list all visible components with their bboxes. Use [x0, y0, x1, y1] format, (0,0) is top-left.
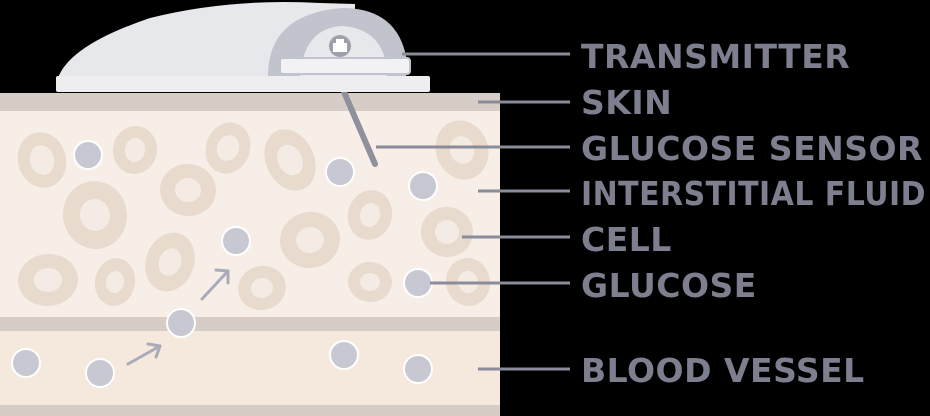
labels: TRANSMITTER SKIN GLUCOSE SENSOR INTERSTI… — [581, 37, 926, 390]
cells — [17, 120, 491, 311]
label-skin: SKIN — [581, 83, 672, 122]
glucose-molecule — [329, 340, 359, 370]
glucose-molecule — [85, 358, 115, 388]
skin-layer — [0, 93, 500, 111]
cell — [145, 232, 195, 292]
glucose-molecules — [11, 140, 438, 388]
glucose-molecule — [325, 157, 355, 187]
glucose-molecule — [11, 348, 41, 378]
transmitter — [56, 2, 430, 92]
cell — [62, 181, 128, 249]
vessel-wall-bottom — [0, 405, 500, 416]
cell — [264, 129, 316, 191]
glucose-molecule — [403, 268, 433, 298]
label-blood-vessel: BLOOD VESSEL — [581, 351, 865, 390]
cell — [238, 265, 286, 311]
cell — [347, 190, 393, 240]
cell — [280, 211, 340, 269]
glucose-molecule — [166, 308, 196, 338]
cell — [94, 258, 136, 306]
cell — [18, 253, 78, 307]
label-transmitter: TRANSMITTER — [581, 37, 850, 76]
cell — [17, 132, 67, 188]
glucose-sensor-filament — [341, 89, 378, 167]
glucose-molecule — [221, 226, 251, 256]
transmitter-mount — [279, 57, 411, 75]
transmitter-base — [56, 76, 430, 92]
glucose-molecule — [73, 140, 103, 170]
leader-lines — [376, 52, 570, 371]
cell — [421, 206, 473, 258]
arrow-icon — [126, 342, 162, 366]
cell — [112, 126, 158, 174]
cell — [205, 122, 251, 174]
label-glucose-sensor: GLUCOSE SENSOR — [581, 129, 923, 168]
diffusion-arrows — [126, 268, 230, 366]
arrow-icon — [200, 268, 230, 301]
label-interstitial-fluid: INTERSTITIAL FLUID — [581, 174, 926, 213]
cell — [435, 120, 489, 180]
cell — [348, 261, 392, 303]
vessel-wall-top — [0, 317, 500, 331]
glucose-molecule — [408, 171, 438, 201]
cell — [160, 163, 216, 217]
glucose-molecule — [403, 354, 433, 384]
label-glucose: GLUCOSE — [581, 266, 757, 305]
label-cell: CELL — [581, 220, 672, 259]
